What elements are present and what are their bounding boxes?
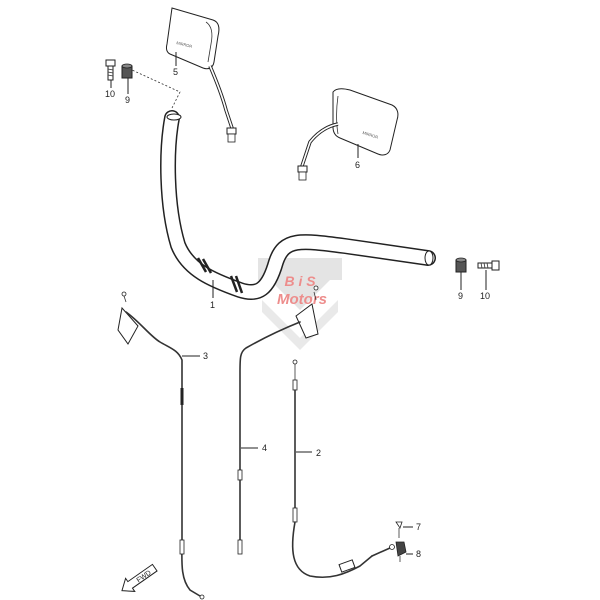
callout-9-right: 9 — [458, 291, 463, 301]
mirror-left[interactable]: MIRROR — [165, 7, 237, 143]
bolt-right[interactable] — [477, 260, 500, 271]
callout-3: 3 — [203, 351, 208, 361]
fwd-label: FWD — [136, 569, 153, 584]
callout-7: 7 — [416, 522, 421, 532]
callout-9-left: 9 — [125, 95, 130, 105]
callout-8: 8 — [416, 549, 421, 559]
callout-10-right: 10 — [480, 291, 490, 301]
handlebar-knurl-left — [196, 257, 244, 294]
callout-1: 1 — [210, 300, 215, 310]
bolt-left[interactable] — [105, 59, 116, 81]
cable-brake[interactable] — [291, 359, 395, 579]
forward-direction-arrow: FWD — [121, 563, 158, 593]
callout-10-left: 10 — [105, 89, 115, 99]
svg-text:MIRROR: MIRROR — [362, 130, 379, 140]
cable-clutch[interactable] — [117, 291, 205, 600]
handlebar[interactable] — [160, 110, 436, 301]
callout-5: 5 — [173, 67, 178, 77]
pin-part[interactable] — [395, 521, 403, 538]
mirror-right[interactable]: MIRROR — [297, 88, 399, 181]
spacer-right[interactable] — [455, 257, 467, 273]
callout-2: 2 — [316, 448, 321, 458]
watermark-text-line2: Motors — [277, 291, 327, 308]
callout-6: 6 — [355, 160, 360, 170]
cable-throttle[interactable] — [237, 285, 319, 555]
switch-part[interactable] — [395, 541, 407, 562]
svg-text:MIRROR: MIRROR — [176, 40, 193, 49]
watermark-text-line1: B i S — [284, 273, 316, 289]
spacer-left[interactable] — [121, 63, 133, 79]
callout-4: 4 — [262, 443, 267, 453]
